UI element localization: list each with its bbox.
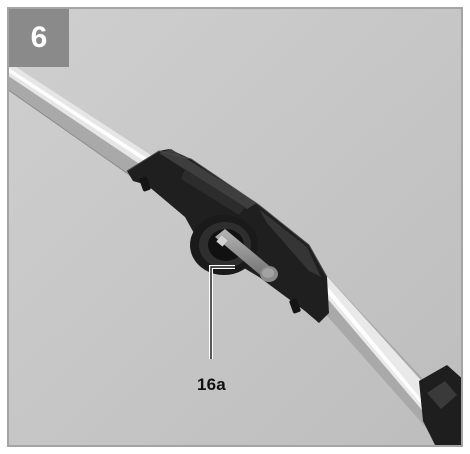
part-callout-label: 16a — [197, 375, 226, 394]
telescopic-handle-illustration — [9, 9, 461, 445]
quick-release-lever — [215, 229, 278, 282]
grip-end — [419, 365, 461, 445]
figure-frame: 6 16a — [7, 7, 463, 447]
upper-tube — [9, 62, 151, 184]
figure-number-badge: 6 — [9, 9, 69, 67]
callout-leader — [209, 265, 235, 359]
